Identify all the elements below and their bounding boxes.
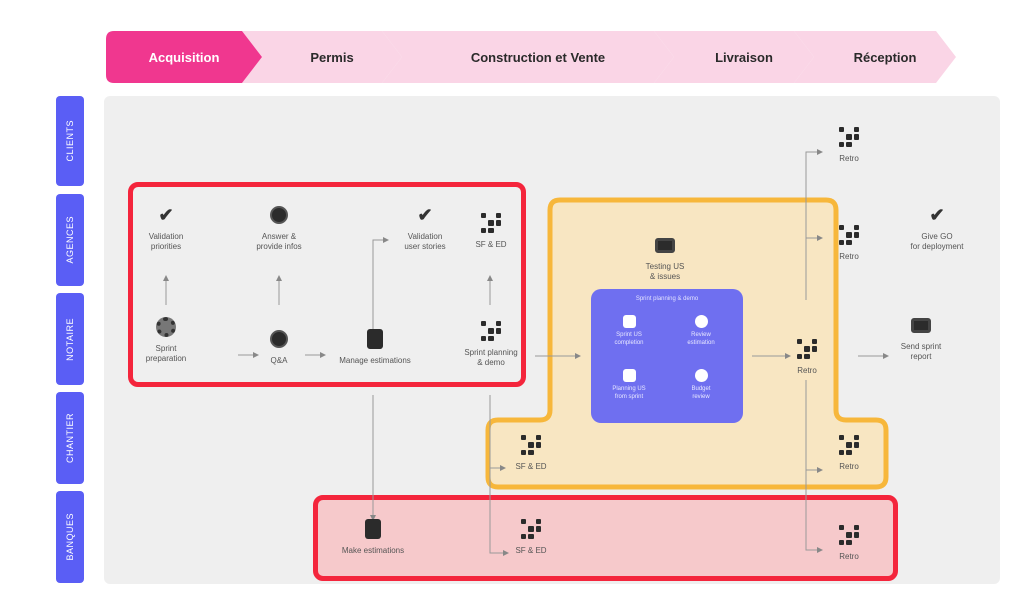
- arrow-branch-to-agences: [805, 235, 823, 300]
- node-sprint-planning-demo[interactable]: Sprint planning & demo: [446, 320, 536, 368]
- qr-icon: [480, 212, 502, 234]
- phase-livraison[interactable]: Livraison: [715, 49, 773, 65]
- group-acquisition-red: [128, 182, 526, 387]
- node-label: Sprint US completion: [614, 332, 644, 346]
- node-label: Validation priorities: [148, 232, 184, 251]
- node-give-go-deployment[interactable]: ✔ Give GO for deployment: [892, 204, 982, 252]
- arrow-branch-to-banques: [805, 470, 823, 553]
- group-banques-red: [313, 495, 898, 581]
- node-validation-user-stories[interactable]: ✔ Validation user stories: [380, 204, 470, 252]
- qr-icon: [838, 434, 860, 456]
- node-label: Retro: [839, 252, 859, 261]
- node-answer-provide-infos[interactable]: Answer & provide infos: [234, 204, 324, 252]
- screen-icon: [654, 234, 676, 256]
- phase-shape-acquisition: [106, 31, 262, 83]
- node-label: Q&A: [270, 356, 288, 365]
- node-send-sprint-report[interactable]: Send sprint report: [876, 314, 966, 362]
- check-icon: ✔: [417, 204, 433, 225]
- square-icon: [622, 368, 636, 382]
- node-label: SF & ED: [475, 240, 507, 249]
- qr-icon: [520, 434, 542, 456]
- check-icon: ✔: [158, 204, 174, 225]
- node-label: Retro: [839, 154, 859, 163]
- node-sf-ed-chantier[interactable]: SF & ED: [486, 434, 576, 472]
- screen-icon: [910, 314, 932, 336]
- purple-node-planning-us[interactable]: Planning US from sprint: [584, 368, 674, 401]
- node-testing-issues[interactable]: Testing US & issues: [620, 234, 710, 282]
- node-label: SF & ED: [515, 546, 547, 555]
- phase-shape-construction: [382, 31, 674, 83]
- group-sprint-planning-purple: Sprint planning & demo: [591, 289, 743, 423]
- node-label: Give GO for deployment: [910, 232, 964, 251]
- purple-node-review-estimation[interactable]: Review estimation: [656, 314, 746, 347]
- gear-icon: [155, 316, 177, 338]
- phase-permis[interactable]: Permis: [310, 49, 354, 65]
- node-retro-chantier[interactable]: Retro: [804, 434, 894, 472]
- node-sprint-preparation[interactable]: Sprint preparation: [121, 316, 211, 364]
- phase-bar: Acquisition Permis Construction et Vente…: [106, 31, 966, 83]
- node-label: Answer & provide infos: [256, 232, 302, 251]
- qr-icon: [480, 320, 502, 342]
- node-label: Manage estimations: [339, 356, 411, 365]
- doc-icon: [362, 518, 384, 540]
- node-label: Budget review: [691, 386, 711, 400]
- phase-shape-livraison: [654, 31, 814, 83]
- node-label: Retro: [797, 366, 817, 375]
- purple-node-sprint-us-completion[interactable]: Sprint US completion: [584, 314, 674, 347]
- circle-icon: [268, 204, 290, 226]
- node-qa[interactable]: Q&A: [234, 328, 324, 366]
- qr-icon: [838, 224, 860, 246]
- node-label: SF & ED: [515, 462, 547, 471]
- node-validation-priorities[interactable]: ✔ Validation priorities: [121, 204, 211, 252]
- doc-icon: [364, 328, 386, 350]
- phase-acquisition[interactable]: Acquisition: [148, 49, 220, 65]
- node-label: Retro: [839, 462, 859, 471]
- phase-construction-vente[interactable]: Construction et Vente: [470, 49, 606, 65]
- circle-icon: [694, 314, 708, 328]
- circle-icon: [694, 368, 708, 382]
- node-sf-ed-banques[interactable]: SF & ED: [486, 518, 576, 556]
- lane-agences: AGENCES: [56, 194, 84, 286]
- qr-icon: [796, 338, 818, 360]
- node-label: Sprint preparation: [145, 344, 187, 363]
- node-sf-ed-agences[interactable]: SF & ED: [446, 212, 536, 250]
- lane-notaire: NOTAIRE: [56, 293, 84, 385]
- node-retro-clients[interactable]: Retro: [804, 126, 894, 164]
- node-label: Retro: [839, 552, 859, 561]
- purple-node-budget-review[interactable]: Budget review: [656, 368, 746, 401]
- phase-shape-permis: [242, 31, 402, 83]
- node-retro-notaire[interactable]: Retro: [762, 338, 852, 376]
- phase-reception[interactable]: Réception: [853, 49, 917, 65]
- node-manage-estimations[interactable]: Manage estimations: [330, 328, 420, 366]
- node-label: Validation user stories: [404, 232, 446, 251]
- node-label: Sprint planning & demo: [464, 348, 518, 367]
- arrow-manage-to-validation-us: [372, 237, 389, 340]
- arrow-planning-to-banques: [489, 468, 509, 556]
- node-retro-banques[interactable]: Retro: [804, 524, 894, 562]
- node-retro-agences[interactable]: Retro: [804, 224, 894, 262]
- purple-group-title: Sprint planning & demo: [635, 296, 699, 302]
- node-label: Testing US & issues: [645, 262, 685, 281]
- qr-icon: [520, 518, 542, 540]
- phase-arrows-shapes: [106, 31, 956, 83]
- lane-clients: CLIENTS: [56, 96, 84, 186]
- check-icon: ✔: [929, 204, 945, 225]
- circle-icon: [268, 328, 290, 350]
- node-label: Review estimation: [687, 332, 715, 346]
- qr-icon: [838, 524, 860, 546]
- node-make-estimations[interactable]: Make estimations: [328, 518, 418, 556]
- node-label: Planning US from sprint: [612, 386, 646, 400]
- node-label: Make estimations: [341, 546, 405, 555]
- lane-chantier: CHANTIER: [56, 392, 84, 484]
- node-label: Send sprint report: [900, 342, 942, 361]
- qr-icon: [838, 126, 860, 148]
- lane-banques: BANQUES: [56, 491, 84, 583]
- square-icon: [622, 314, 636, 328]
- phase-shape-reception: [794, 31, 956, 83]
